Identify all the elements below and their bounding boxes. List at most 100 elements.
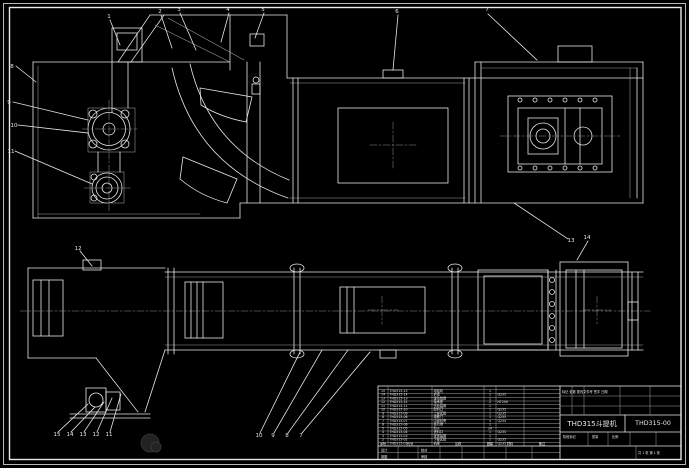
line-segment: [130, 14, 165, 63]
circle-segment: [252, 76, 260, 84]
parts-cell-qty: 1: [489, 434, 491, 438]
title-block: THD315斗提机 THD315-00 标记 处数 更改文件号 签字 日期 阶段…: [377, 385, 682, 460]
parts-cell-no: 1: [382, 441, 384, 445]
parts-cell-no: 13: [381, 396, 385, 400]
circle-segment: [547, 97, 553, 103]
parts-header: 代号: [407, 441, 413, 446]
callout-number: 1: [107, 14, 111, 20]
path-segment: [171, 67, 289, 199]
callout-number: 9: [271, 433, 275, 439]
parts-cell-qty: 1: [489, 404, 491, 408]
circle-segment: [549, 325, 555, 331]
parts-cell-material: Q235: [498, 419, 507, 423]
callout-number: 7: [299, 433, 303, 439]
line-segment: [96, 397, 113, 433]
parts-cell-no: 4: [382, 430, 384, 434]
line-segment: [513, 202, 569, 240]
parts-cell-qty: 24: [488, 426, 492, 430]
parts-cell-qty: 1: [489, 396, 491, 400]
rect-segment: [89, 171, 125, 204]
rect-segment: [105, 391, 121, 411]
parts-cell-name: 观察门: [434, 414, 444, 419]
parts-cell-name: 护罩: [434, 392, 440, 397]
parts-cell-no: 14: [381, 393, 385, 397]
line-segment: [160, 14, 173, 49]
callout-number: 10: [11, 123, 18, 129]
parts-cell-no: 2: [382, 438, 384, 442]
callout-number: 11: [106, 432, 113, 438]
rect-segment: [249, 33, 265, 47]
path-segment: [189, 63, 290, 181]
line-segment: [83, 401, 105, 433]
parts-cell-code: THD315-12: [389, 400, 408, 404]
parts-cell-material: Q235: [498, 430, 507, 434]
line-segment: [95, 357, 139, 413]
parts-cell-no: 11: [381, 404, 385, 408]
parts-cell-material: Q235: [498, 441, 507, 445]
parts-cell-code: THD315-09: [389, 411, 408, 415]
circle-segment: [532, 165, 538, 171]
parts-cell-qty: 1: [489, 441, 491, 445]
line-segment: [154, 24, 231, 63]
parts-cell-code: THD315-01: [389, 441, 408, 445]
line-segment: [57, 403, 89, 433]
circle-segment: [90, 173, 98, 181]
rect-segment: [559, 261, 629, 357]
parts-cell-no: 12: [381, 400, 385, 404]
ellipse-segment: [447, 349, 463, 359]
parts-cell-material: Q235: [498, 393, 507, 397]
callout-number: 14: [584, 235, 591, 241]
rect-segment: [251, 83, 261, 95]
callout-number: 5: [261, 7, 265, 13]
drawing-frame: [3, 3, 686, 465]
sign-role-draft: 制图: [381, 454, 387, 459]
drawing-number: THD315-00: [634, 420, 671, 427]
rect-segment: [82, 259, 102, 271]
parts-cell-code: THD315-03: [389, 434, 408, 438]
circle-segment: [517, 165, 523, 171]
bucket-profile: [179, 156, 238, 204]
line-segment: [14, 150, 93, 185]
bucket-profile: [199, 87, 253, 123]
line-segment: [70, 406, 96, 433]
circle-segment: [120, 109, 130, 119]
parts-cell-name: 卸料口: [434, 407, 444, 412]
parts-cell-no: 3: [382, 434, 384, 438]
line-segment: [17, 124, 89, 134]
circle-segment: [88, 139, 98, 149]
circle-segment: [517, 97, 523, 103]
parts-cell-no: 6: [382, 423, 384, 427]
rect-segment: [565, 269, 623, 349]
ellipse-segment: [447, 263, 463, 273]
callout-number: 2: [158, 9, 162, 15]
callout-number: 7: [485, 7, 489, 13]
circle-segment: [547, 165, 553, 171]
parts-cell-qty: 1: [489, 423, 491, 427]
line-segment: [259, 351, 301, 434]
parts-header: 备注: [539, 441, 546, 446]
rect-segment: [477, 269, 549, 351]
ink-blot: [150, 441, 162, 453]
weight-label: 质量: [592, 434, 599, 439]
parts-cell-material: Q235: [498, 408, 507, 412]
stage-label: 阶段标记: [563, 434, 577, 439]
parts-cell-name: 轴承座: [434, 399, 444, 404]
circle-segment: [592, 165, 598, 171]
line-segment: [487, 13, 538, 61]
circle-segment: [88, 392, 104, 408]
parts-cell-no: 9: [382, 411, 384, 415]
circle-segment: [577, 97, 583, 103]
parts-cell-name: 牵引带: [434, 422, 444, 427]
callout-number: 13: [80, 432, 87, 438]
change-record-header: 标记 处数 更改文件号 签字 日期: [562, 389, 608, 394]
parts-headers: 序号代号名称数量材料备注: [380, 441, 546, 446]
line-segment: [220, 12, 230, 43]
rect-segment: [382, 69, 404, 79]
line-segment: [301, 351, 371, 434]
parts-cell-name: 电动机: [434, 388, 444, 393]
parts-header: 名称: [455, 441, 462, 446]
parts-cell-name: 驱动装置: [434, 395, 447, 400]
